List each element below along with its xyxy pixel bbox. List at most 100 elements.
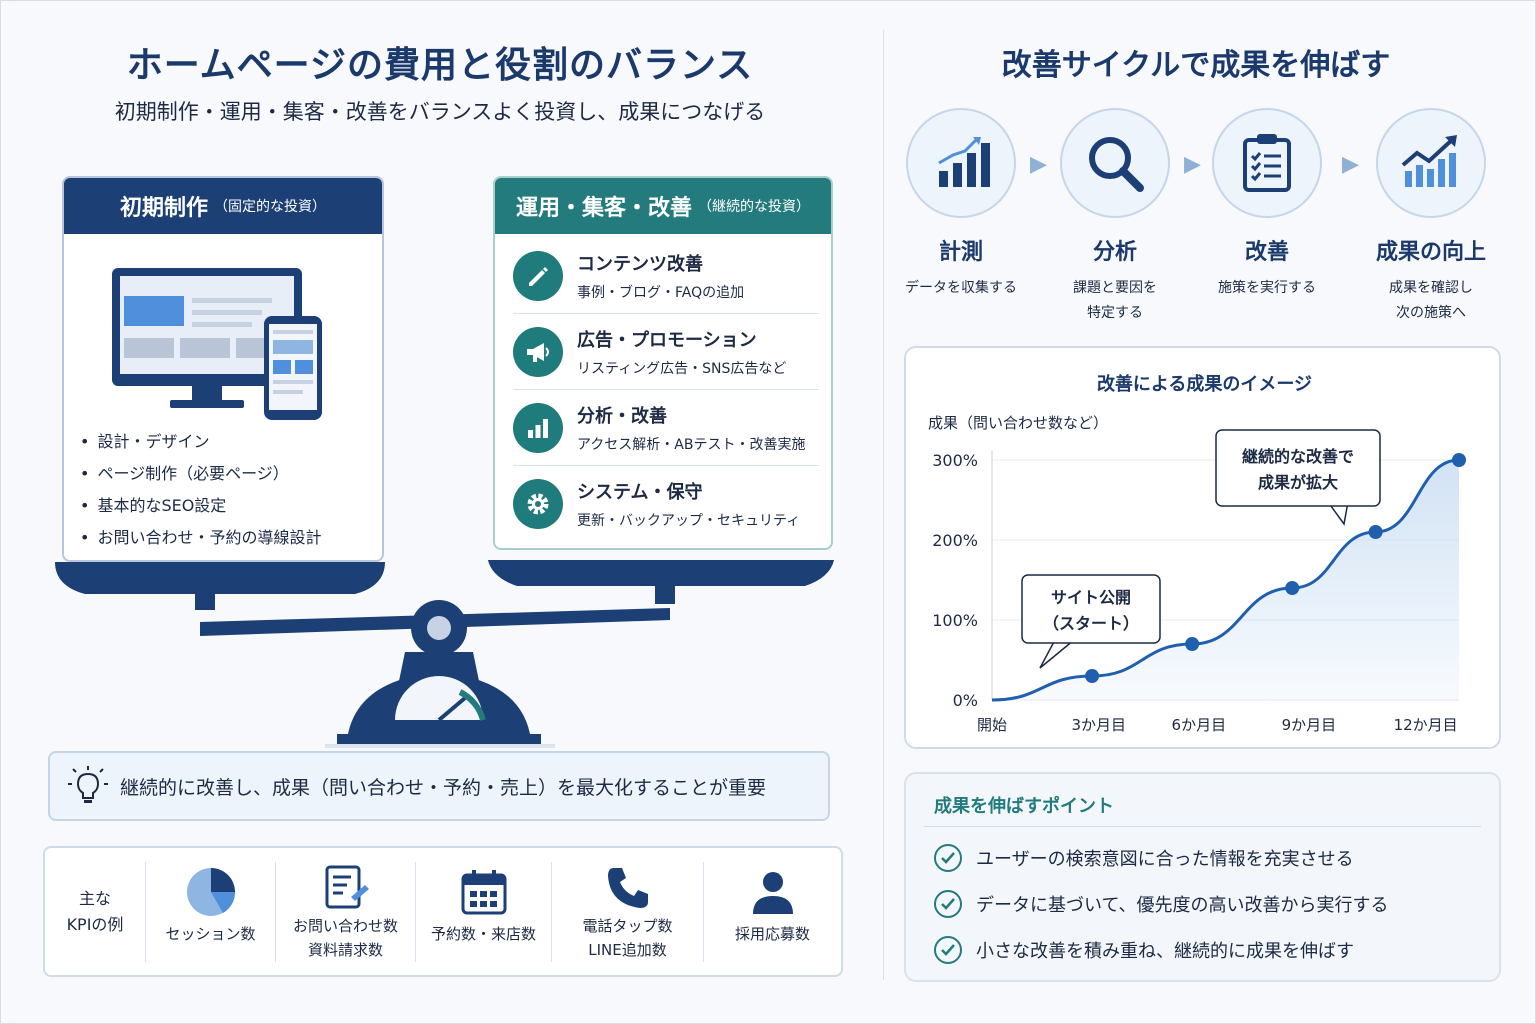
ops-item-analysis: 分析・改善 アクセス解析・ABテスト・改善実施	[513, 390, 819, 466]
monitor-smartphone-icon	[112, 268, 322, 420]
cycle-desc-line: 成果を確認し	[1389, 280, 1473, 296]
ops-item-ads: 広告・プロモーション リスティング広告・SNS広告など	[513, 314, 819, 390]
kpi-item-reservations: 予約数・来店数	[415, 862, 551, 962]
cycle-desc-line: 次の施策へ	[1396, 305, 1466, 321]
ongoing-cost-header: 運用・集客・改善 （継続的な投資）	[495, 178, 831, 234]
pie-chart-icon	[183, 862, 239, 922]
phone-icon	[604, 862, 652, 914]
check-icon	[934, 890, 962, 918]
pencil-icon	[513, 250, 563, 301]
kpi-item-label: 採用応募数	[734, 925, 810, 943]
point-text: ユーザーの検索意図に合った情報を充実させる	[976, 849, 1354, 870]
points-title: 成果を伸ばすポイント	[934, 796, 1114, 817]
cycle-step-desc: データを収集する	[905, 276, 1017, 301]
kpi-label-line: 主な	[78, 888, 111, 908]
page-title: ホームページの費用と役割のバランス	[126, 45, 754, 86]
kpi-item-label: 電話タップ数	[582, 917, 673, 935]
megaphone-icon	[513, 326, 563, 377]
ops-item-title: システム・保守	[577, 482, 703, 503]
ops-item-desc: アクセス解析・ABテスト・改善実施	[577, 436, 806, 453]
x-tick-label: 3か月目	[1071, 716, 1126, 734]
cycle-step-result: 成果の向上 成果を確認し次の施策へ	[1356, 108, 1506, 326]
annotation-start	[1021, 574, 1161, 644]
chart-line	[991, 458, 1460, 702]
point-item: データに基づいて、優先度の高い改善から実行する	[934, 890, 1389, 918]
column-divider	[883, 30, 884, 980]
chart-point	[1285, 581, 1300, 595]
kpi-item-recruit: 採用応募数	[703, 862, 841, 962]
lightbulb-icon	[68, 766, 108, 803]
list-item: ページ制作（必要ページ）	[80, 458, 321, 490]
tip-text: 継続的に改善し、成果（問い合わせ・予約・売上）を最大化することが重要	[120, 776, 767, 799]
chart-point	[1368, 525, 1383, 539]
ongoing-cost-note: （継続的な投資）	[698, 199, 810, 215]
ops-item-desc: リスティング広告・SNS広告など	[577, 360, 787, 377]
check-icon	[934, 844, 962, 872]
cycle-desc-line: 課題と要因を	[1073, 280, 1157, 296]
chart-y-axis-label: 成果（問い合わせ数など）	[928, 414, 1109, 432]
cycle-desc-line: 特定する	[1087, 305, 1143, 321]
annotation-growth-text: 成果が拡大	[1258, 473, 1338, 492]
initial-cost-card: 初期制作 （固定的な投資） 設計・デザイン ページ制作（必要ページ） 基本的なS…	[62, 176, 384, 562]
cycle-step-measure: 計測 データを収集する	[886, 108, 1036, 301]
ops-item-title: 分析・改善	[577, 405, 667, 427]
calendar-icon	[459, 862, 509, 922]
cycle-step-name: 分析	[1092, 240, 1137, 265]
cycle-desc-line: 施策を実行する	[1218, 280, 1316, 296]
ops-item-desc: 事例・ブログ・FAQの追加	[577, 284, 745, 301]
annotation-start-text: サイト公開	[1051, 588, 1131, 607]
cycle-title: 改善サイクルで成果を伸ばす	[1001, 48, 1391, 83]
form-icon	[321, 862, 371, 914]
point-item: ユーザーの検索意図に合った情報を充実させる	[934, 844, 1354, 872]
ongoing-cost-title: 運用・集客・改善	[515, 196, 692, 221]
ops-item-title: 広告・プロモーション	[577, 329, 757, 351]
annotation-growth	[1215, 429, 1381, 507]
x-tick-label: 9か月目	[1282, 716, 1337, 734]
kpi-panel: 主な KPIの例 セッション数 お問い合わせ数 資料請求数 予約数・来店数 電話…	[43, 846, 843, 977]
initial-cost-title: 初期制作	[119, 196, 208, 221]
cycle-step-name: 成果の向上	[1375, 240, 1486, 265]
initial-cost-note: （固定的な投資）	[214, 199, 326, 215]
kpi-item-label: LINE追加数	[588, 941, 667, 959]
kpi-item-label: お問い合わせ数	[292, 917, 398, 935]
x-tick-label: 12か月目	[1394, 716, 1458, 734]
list-item: 設計・デザイン	[80, 426, 321, 458]
tip-banner: 継続的に改善し、成果（問い合わせ・予約・売上）を最大化することが重要	[48, 751, 830, 821]
annotation-growth-text: 継続的な改善で	[1242, 447, 1354, 466]
checklist-icon	[1212, 108, 1322, 218]
ops-item-system: システム・保守 更新・バックアップ・セキュリティ	[513, 466, 819, 542]
cycle-desc-line: データを収集する	[905, 280, 1017, 296]
chart-point	[1452, 453, 1466, 467]
chart-point	[1185, 637, 1200, 651]
point-text: データに基づいて、優先度の高い改善から実行する	[976, 895, 1389, 916]
ops-item-title: コンテンツ改善	[577, 253, 703, 275]
chart-point	[1085, 669, 1100, 683]
arrow-right-icon: ▶	[1342, 152, 1359, 177]
search-icon	[1060, 108, 1170, 218]
y-tick-label: 100%	[932, 611, 978, 630]
list-item: 基本的なSEO設定	[80, 490, 321, 522]
chart-area	[992, 460, 1459, 700]
check-icon	[934, 936, 962, 964]
cycle-step-analyze: 分析 課題と要因を特定する	[1040, 108, 1190, 326]
kpi-item-label: 資料請求数	[307, 941, 383, 959]
kpi-item-sessions: セッション数	[145, 862, 275, 962]
arrow-right-icon: ▶	[1184, 152, 1201, 177]
point-text: 小さな改善を積み重ね、継続的に成果を伸ばす	[976, 941, 1354, 962]
arrow-right-icon: ▶	[1030, 152, 1047, 177]
cycle-step-desc: 施策を実行する	[1218, 276, 1316, 301]
point-item: 小さな改善を積み重ね、継続的に成果を伸ばす	[934, 936, 1354, 964]
cycle-step-desc: 成果を確認し次の施策へ	[1389, 276, 1473, 326]
ops-item-desc: 更新・バックアップ・セキュリティ	[577, 513, 801, 529]
growth-chart-icon	[1376, 108, 1486, 218]
y-tick-label: 0%	[953, 691, 978, 710]
bar-chart-icon	[513, 402, 563, 453]
person-icon	[749, 862, 797, 922]
kpi-item-phone: 電話タップ数 LINE追加数	[551, 862, 703, 962]
page-subtitle: 初期制作・運用・集客・改善をバランスよく投資し、成果につなげる	[114, 100, 766, 124]
growth-chart-card: 改善による成果のイメージ 成果（問い合わせ数など） 0%100%200%300%…	[904, 346, 1501, 749]
initial-cost-header: 初期制作 （固定的な投資）	[64, 178, 382, 234]
kpi-item-label: セッション数	[165, 925, 256, 943]
cycle-step-name: 計測	[938, 240, 983, 265]
points-divider	[924, 826, 1481, 827]
